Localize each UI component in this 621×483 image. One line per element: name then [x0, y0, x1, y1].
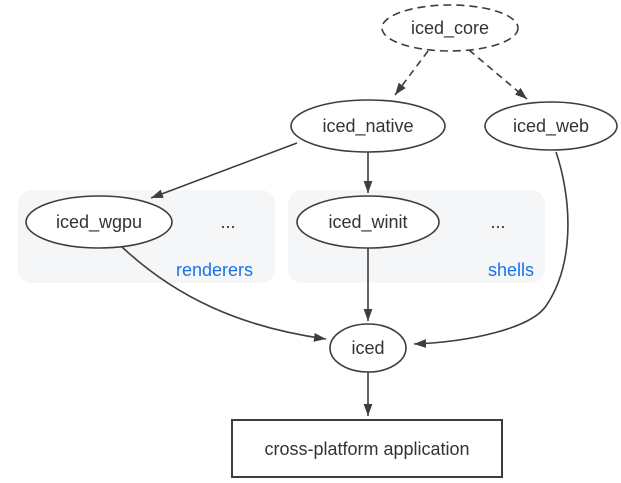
node-iced_winit: iced_winit [296, 195, 440, 249]
iced_web-ellipse [484, 101, 618, 151]
iced_native-ellipse [290, 99, 446, 153]
node-cross-platform-application: cross-platform application [231, 419, 503, 478]
app-box [231, 419, 503, 478]
node-iced_native: iced_native [290, 99, 446, 153]
edge-iced_core-iced_web [468, 49, 528, 100]
iced_winit-label: iced_winit [328, 212, 407, 233]
renderers-ellipsis: ... [220, 212, 235, 232]
iced-ellipse [329, 323, 407, 373]
node-iced_wgpu: iced_wgpu [25, 195, 173, 249]
edge-iced_wgpu-iced [120, 245, 327, 342]
edge-iced_core-iced_native [394, 50, 429, 96]
edge-iced_web-iced [413, 151, 569, 348]
app-label: cross-platform application [264, 439, 469, 459]
iced_core-ellipse [381, 4, 519, 52]
iced_native-label: iced_native [322, 116, 413, 137]
iced_wgpu-label: iced_wgpu [56, 212, 142, 233]
node-iced: iced [329, 323, 407, 373]
iced_web-label: iced_web [513, 116, 589, 137]
iced-label: iced [351, 338, 384, 358]
iced_winit-ellipse [296, 195, 440, 249]
iced_wgpu-ellipse [25, 195, 173, 249]
shells-ellipsis: ... [490, 212, 505, 232]
edge-iced_native-iced_wgpu [150, 142, 298, 199]
shells-group-label: shells [488, 260, 534, 280]
renderers-group-label: renderers [176, 260, 253, 280]
node-iced_web: iced_web [484, 101, 618, 151]
iced_core-label: iced_core [411, 18, 489, 39]
node-iced_core: iced_core [381, 4, 519, 52]
